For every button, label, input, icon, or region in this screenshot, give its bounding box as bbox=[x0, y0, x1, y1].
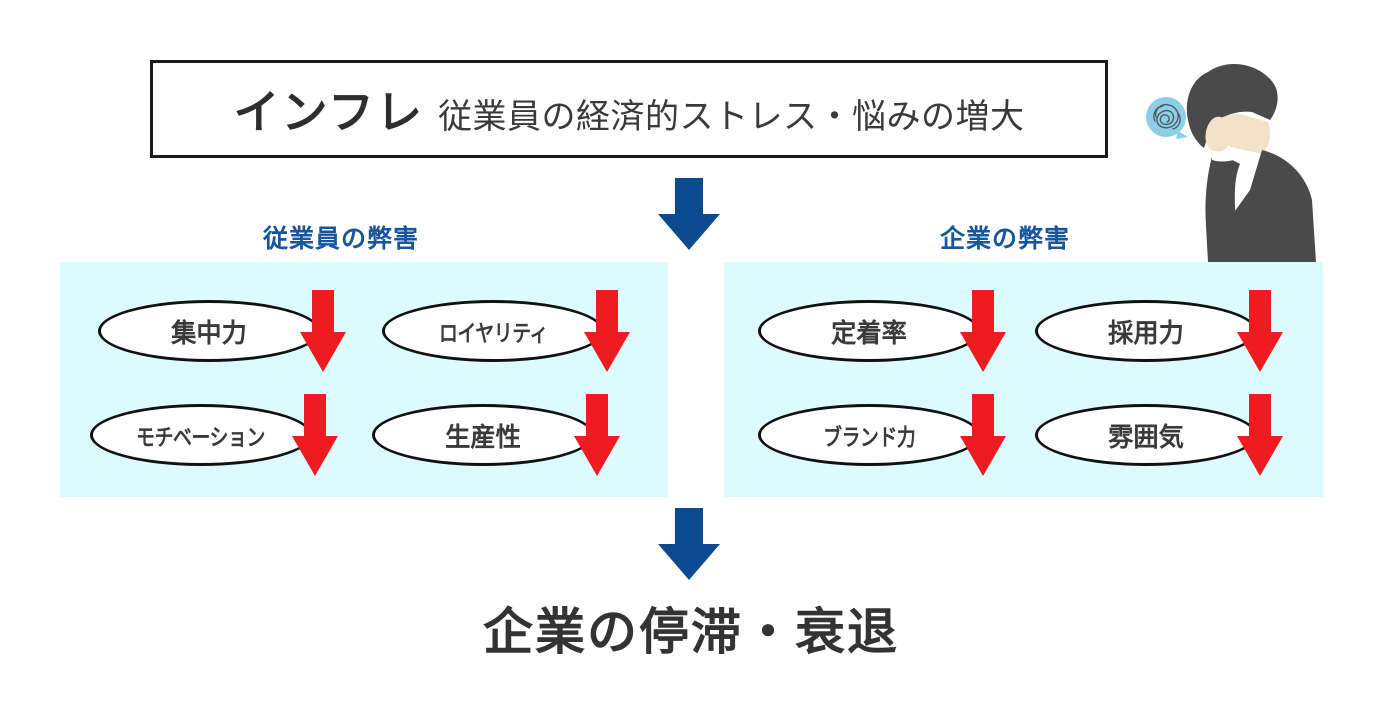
item-employee-0: 集中力 bbox=[98, 290, 346, 374]
arrow-shaft bbox=[675, 508, 703, 546]
arrow-shaft bbox=[1249, 394, 1271, 438]
arrow-shaft bbox=[312, 290, 334, 334]
red-down-arrow bbox=[960, 394, 1006, 476]
oval-shape: 定着率 bbox=[758, 300, 980, 362]
blue-down-arrow-top bbox=[658, 178, 720, 250]
conclusion-text: 企業の停滞・衰退 bbox=[483, 604, 899, 660]
arrow-head bbox=[292, 436, 338, 476]
red-down-arrow bbox=[1237, 290, 1283, 372]
item-employee-2: モチベーション bbox=[90, 394, 338, 478]
item-employee-3: 生産性 bbox=[372, 394, 620, 478]
red-down-arrow bbox=[584, 290, 630, 372]
arrow-head bbox=[658, 214, 720, 250]
arrow-shaft bbox=[1249, 290, 1271, 334]
red-down-arrow bbox=[1237, 394, 1283, 476]
header-text: インフレ 従業員の経済的ストレス・悩みの増大 bbox=[233, 76, 1024, 142]
oval-label: ブランド力 bbox=[822, 424, 916, 450]
item-employee-1: ロイヤリティ bbox=[382, 290, 630, 374]
arrow-head bbox=[574, 436, 620, 476]
item-company-0: 定着率 bbox=[758, 290, 1006, 374]
oval-label: ロイヤリティ bbox=[438, 320, 548, 346]
oval-shape: 集中力 bbox=[98, 300, 320, 362]
red-down-arrow bbox=[292, 394, 338, 476]
oval-shape: 採用力 bbox=[1035, 300, 1257, 362]
arrow-head bbox=[584, 332, 630, 372]
oval-label: 定着率 bbox=[831, 317, 907, 348]
arrow-shaft bbox=[972, 290, 994, 334]
scribble-thought-bubble-icon bbox=[1146, 97, 1188, 139]
worried-businessman-illustration bbox=[1186, 64, 1316, 262]
red-down-arrow bbox=[960, 290, 1006, 372]
arrow-head bbox=[960, 332, 1006, 372]
arrow-shaft bbox=[675, 178, 703, 216]
item-company-2: ブランド力 bbox=[758, 394, 1006, 478]
oval-label: 生産性 bbox=[445, 421, 521, 452]
arrow-head bbox=[1237, 436, 1283, 476]
oval-shape: ロイヤリティ bbox=[382, 300, 604, 362]
section-label-employee: 従業員の弊害 bbox=[263, 225, 420, 253]
oval-shape: 雰囲気 bbox=[1035, 404, 1257, 466]
oval-shape: ブランド力 bbox=[758, 404, 980, 466]
oval-label: 集中力 bbox=[171, 317, 247, 348]
arrow-head bbox=[658, 544, 720, 580]
oval-shape: モチベーション bbox=[90, 404, 312, 466]
item-company-3: 雰囲気 bbox=[1035, 394, 1283, 478]
arrow-head bbox=[960, 436, 1006, 476]
oval-shape: 生産性 bbox=[372, 404, 594, 466]
item-company-1: 採用力 bbox=[1035, 290, 1283, 374]
arrow-shaft bbox=[596, 290, 618, 334]
blue-down-arrow-bottom bbox=[658, 508, 720, 580]
oval-label: モチベーション bbox=[136, 424, 266, 450]
arrow-shaft bbox=[972, 394, 994, 438]
header-emphasis: インフレ bbox=[233, 86, 425, 138]
red-down-arrow bbox=[300, 290, 346, 372]
arrow-head bbox=[300, 332, 346, 372]
oval-label: 雰囲気 bbox=[1108, 421, 1184, 452]
oval-label: 採用力 bbox=[1108, 317, 1184, 348]
section-label-company: 企業の弊害 bbox=[940, 225, 1071, 253]
arrow-shaft bbox=[586, 394, 608, 438]
header-box: インフレ 従業員の経済的ストレス・悩みの増大 bbox=[150, 60, 1108, 158]
arrow-head bbox=[1237, 332, 1283, 372]
red-down-arrow bbox=[574, 394, 620, 476]
arrow-shaft bbox=[304, 394, 326, 438]
header-detail: 従業員の経済的ストレス・悩みの増大 bbox=[438, 98, 1025, 136]
